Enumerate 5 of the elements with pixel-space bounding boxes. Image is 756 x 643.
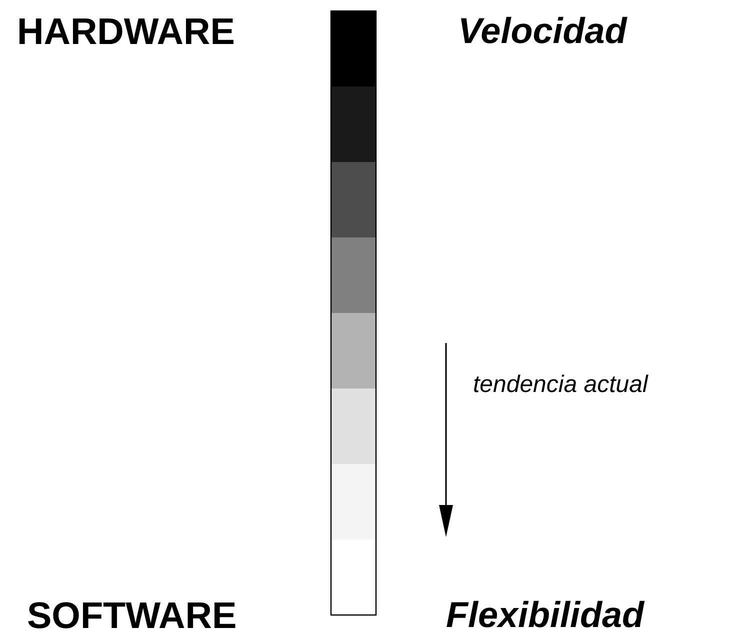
property-label: Flexibilidad	[446, 597, 644, 633]
property-label: Velocidad	[458, 13, 627, 49]
side-label: HARDWARE	[17, 13, 235, 50]
side-label: SOFTWARE	[27, 597, 237, 634]
trend-label: tendencia actual	[473, 373, 648, 397]
